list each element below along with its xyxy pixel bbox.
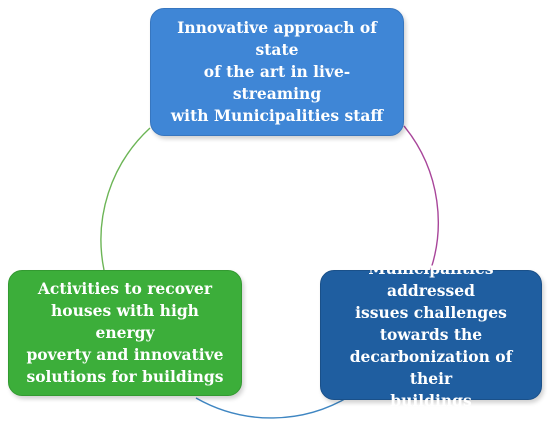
cycle-node-top-text: Innovative approach of state of the art … xyxy=(170,18,384,125)
connector-right-to-left xyxy=(195,395,351,419)
cycle-node-top: Innovative approach of state of the art … xyxy=(150,8,404,136)
cycle-node-left-text: Activities to recover houses with high e… xyxy=(26,279,224,386)
connector-left-to-top xyxy=(100,127,151,271)
cycle-node-right-text: Municipalities addressed issues challeng… xyxy=(349,259,513,410)
cycle-node-left: Activities to recover houses with high e… xyxy=(8,270,242,396)
connector-top-to-right xyxy=(403,125,439,283)
cycle-node-right: Municipalities addressed issues challeng… xyxy=(320,259,542,410)
